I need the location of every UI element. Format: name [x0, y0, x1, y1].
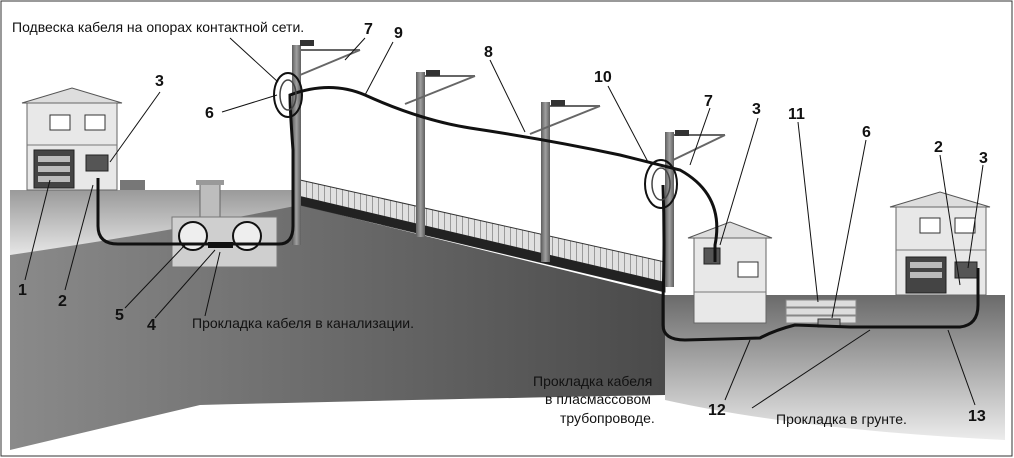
- callout-9: 9: [394, 25, 403, 42]
- ground-right: [665, 295, 1005, 440]
- cable-coil-10: [644, 159, 678, 209]
- callout-13: 13: [968, 408, 986, 425]
- building-left: [21, 87, 145, 191]
- label-sewer: Прокладка кабеля в канализации.: [192, 315, 414, 331]
- callout-8: 8: [484, 44, 493, 61]
- railway-embankment: [300, 196, 665, 292]
- building-middle: [687, 221, 773, 324]
- callout-10: 10: [594, 69, 612, 86]
- callout-6: 6: [205, 105, 214, 122]
- label-suspension: Подвеска кабеля на опорах контактной сет…: [12, 19, 304, 35]
- label-pipe-3: трубопроводе.: [560, 410, 655, 426]
- callout-5: 5: [115, 307, 124, 324]
- leader-lines: [24, 37, 984, 409]
- label-ground: Прокладка в грунте.: [776, 411, 907, 427]
- callout-11: 11: [788, 106, 805, 123]
- callout-4: 4: [147, 317, 156, 334]
- optical-cable: [96, 86, 980, 342]
- callout-1: 1: [18, 282, 27, 299]
- callout-7: 7: [364, 21, 373, 38]
- label-pipe-1: Прокладка кабеля: [533, 373, 652, 389]
- protective-slabs: [785, 299, 857, 328]
- callout-3b: 3: [752, 101, 761, 118]
- label-pipe-2: в пласмассовом: [545, 391, 651, 407]
- callout-3c: 3: [979, 150, 988, 167]
- callout-7b: 7: [704, 93, 713, 110]
- callout-3: 3: [155, 73, 164, 90]
- poles: [292, 40, 726, 287]
- callout-12: 12: [708, 402, 726, 419]
- callout-2b: 2: [934, 139, 943, 156]
- ground-left: [10, 190, 300, 255]
- callout-2: 2: [58, 293, 67, 310]
- cable-coil-6: [273, 72, 303, 118]
- building-right: [889, 191, 991, 296]
- callout-6b: 6: [862, 124, 871, 141]
